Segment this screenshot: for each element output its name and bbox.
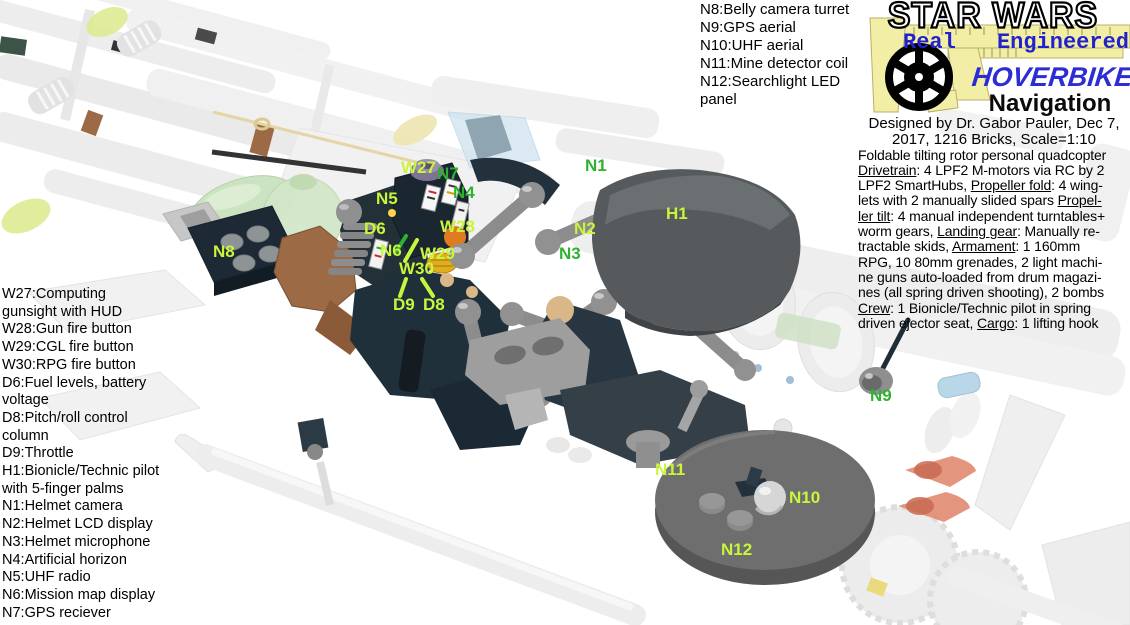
legend-left-line: N5:UHF radio (2, 569, 91, 586)
legend-top-line: N10:UHF aerial (700, 37, 804, 54)
legend-left-line: N2:Helmet LCD display (2, 516, 153, 533)
legend-left-line: N7:GPS reciever (2, 604, 111, 621)
spec-line: driven ejector seat, Cargo: 1 lifting ho… (858, 314, 1099, 331)
spec-paragraph: Foldable tilting rotor personal quadcopt… (858, 146, 1130, 332)
legend-left-line: with 5-finger palms (2, 480, 124, 497)
spec-line: lets with 2 manually slided spars Propel… (858, 192, 1102, 209)
gps-aerial (859, 317, 911, 395)
spec-line: ne guns auto-loaded from drum magazi- (858, 268, 1102, 285)
design-credit-line: Designed by Dr. Gabor Pauler, Dec 7, (868, 115, 1120, 132)
caliper-logo-graphic (869, 17, 1130, 113)
legend-left-line: N1:Helmet camera (2, 498, 123, 515)
shock-spring (28, 76, 75, 115)
legend-left-line: N6:Mission map display (2, 586, 156, 603)
mine-detector-disc (655, 430, 875, 585)
tagline-real: Real (903, 30, 956, 55)
legend-left-line: W30:RPG fire button (2, 356, 136, 373)
legend-top-line: N9:GPS aerial (700, 19, 796, 36)
legend-left-line: W29:CGL fire button (2, 339, 134, 356)
legend-left-line: N4:Artificial horizon (2, 551, 127, 568)
legend-left-line: N3:Helmet microphone (2, 533, 151, 550)
shock-spring (116, 20, 162, 57)
spec-line: Drivetrain: 4 LPF2 M-motors via RC by 2 (858, 161, 1105, 178)
legend-top-line: N8:Belly camera turret (700, 1, 850, 18)
star-wars-title: STAR WARS (887, 0, 1099, 37)
spec-line: nes (all spring driven shooting), 2 bomb… (858, 284, 1104, 301)
spec-line: RPG, 10 80mm grenades, 2 light machi- (858, 253, 1103, 270)
legend-left-line: D6:Fuel levels, battery (2, 374, 147, 391)
legend-left-line: H1:Bionicle/Technic pilot (2, 463, 160, 480)
tagline-engineered: Engineered (996, 30, 1129, 55)
legend-top-line: N12:Searchlight LED (700, 73, 841, 90)
design-credit-line: 2017, 1216 Bricks, Scale=1:10 (892, 130, 1096, 148)
real-engineered-tagline: Real Engineered (903, 30, 1129, 55)
legend-left-line: voltage (2, 392, 49, 409)
gun-fire-knob (444, 226, 466, 248)
spec-line: LPF2 SmartHubs, Propeller fold: 4 wing- (858, 177, 1103, 194)
legend-left-line: W27:Computing (2, 286, 106, 302)
legend-top-line: N11:Mine detector coil (700, 55, 849, 72)
hoverbike-title: HOVERBIKE (970, 62, 1130, 92)
legend-left-line: gunsight with HUD (2, 303, 123, 320)
spec-line: ler tilt: 4 manual independent turntable… (858, 207, 1106, 224)
design-info-block: Designed by Dr. Gabor Pauler, Dec 7,2017… (858, 116, 1130, 331)
design-credit: Designed by Dr. Gabor Pauler, Dec 7,2017… (858, 116, 1130, 148)
legend-top-line: panel (700, 91, 737, 108)
spec-line: Crew: 1 Bionicle/Technic pilot in spring (858, 299, 1091, 316)
legend-left-line: column (2, 427, 49, 444)
legend-left-line: D9:Throttle (2, 445, 74, 462)
legend-left-line: W28:Gun fire button (2, 321, 132, 338)
navigation-subtitle: Navigation (988, 90, 1112, 117)
label-leader-lines (394, 234, 435, 298)
spec-line: Foldable tilting rotor personal quadcopt… (858, 146, 1107, 163)
landing-skid (174, 418, 1124, 625)
rpg-rounds (898, 371, 981, 522)
imperial-emblem (885, 43, 953, 111)
spec-line: worm gears, Landing gear: Manually re- (858, 223, 1100, 240)
pilot-figure (465, 169, 801, 468)
spec-line: tractable skids, Armament: 1 160mm (858, 238, 1081, 255)
flex-hose (328, 199, 377, 275)
legend-left-line: D8:Pitch/roll control (2, 409, 128, 426)
